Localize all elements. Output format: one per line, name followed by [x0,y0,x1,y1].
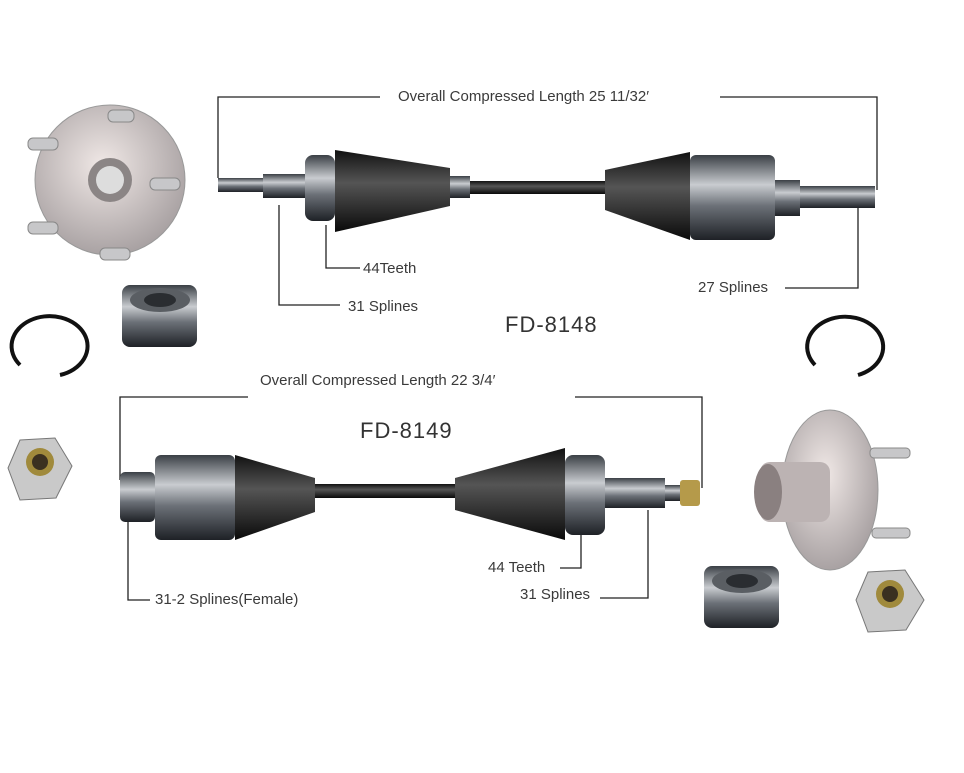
top-model-number: FD-8148 [505,312,598,337]
wheel-hub-top-left [27,104,186,261]
bottom-outer-splines-label: 31 Splines [517,586,594,603]
axle-nut-left [7,437,73,501]
bottom-female-splines-label: 31-2 Splines(Female) [152,591,302,608]
top-overall-length-label: Overall Compressed Length 25 11/32′ [395,88,653,105]
wheel-bearing-bottom-right [704,566,779,628]
top-outer-splines-label: 27 Splines [695,279,772,296]
top-teeth-label: 44Teeth [360,260,420,277]
top-inner-splines-label: 31 Splines [345,298,422,315]
snap-ring-right [805,314,886,377]
top-dimension-lines [217,96,878,306]
snap-ring-left [9,314,90,377]
wheel-hub-bottom-right [754,409,911,571]
bottom-dimension-lines [119,396,703,601]
top-axle-shaft [218,150,875,240]
bottom-overall-length-label: Overall Compressed Length 22 3/4′ [257,372,499,389]
bottom-model-number: FD-8149 [360,418,453,443]
axle-nut-right [855,569,925,633]
wheel-bearing-top-left [122,285,197,347]
bottom-axle-shaft [120,448,700,540]
bottom-teeth-label: 44 Teeth [485,559,549,576]
